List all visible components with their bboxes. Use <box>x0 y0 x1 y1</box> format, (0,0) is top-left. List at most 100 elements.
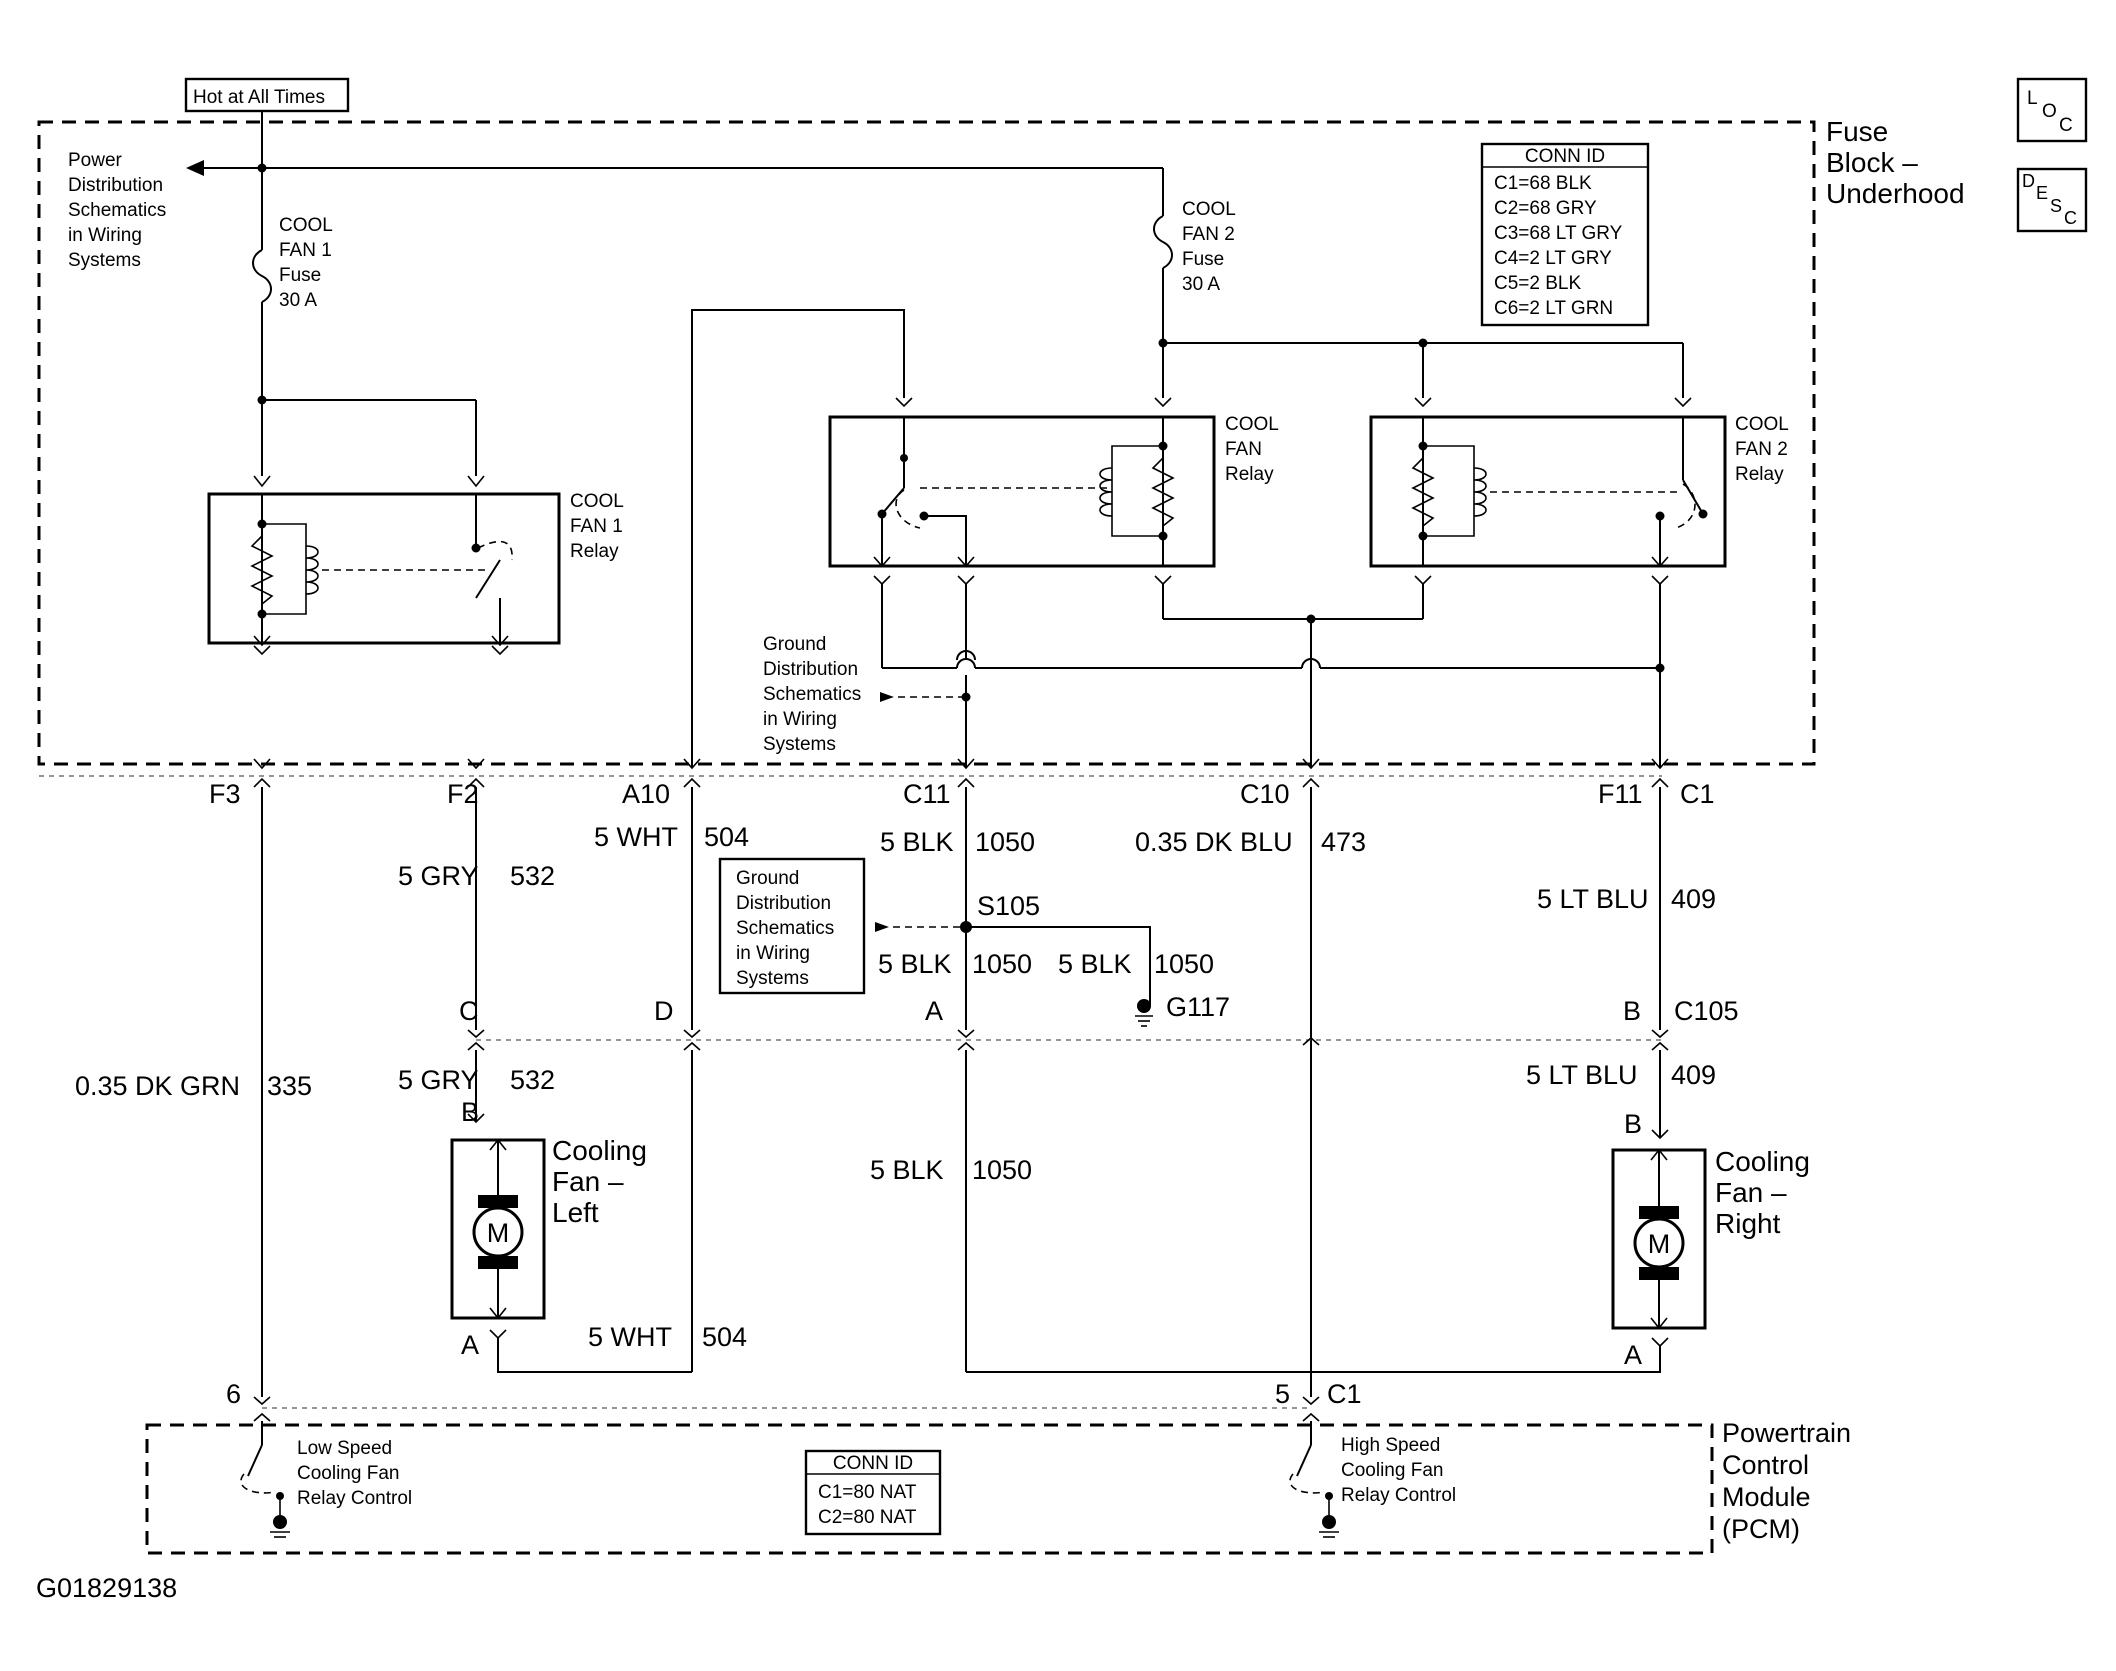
svg-text:Cooling: Cooling <box>552 1135 647 1166</box>
loc-icon[interactable]: L O C <box>2016 77 2088 143</box>
fuse-block-title: Fuse Block – Underhood <box>1826 116 1965 209</box>
svg-text:Module: Module <box>1722 1482 1811 1512</box>
svg-text:Distribution: Distribution <box>736 893 831 914</box>
pcm-title: Powertrain Control Module (PCM) <box>1722 1418 1851 1544</box>
svg-text:Systems: Systems <box>763 734 836 755</box>
ground-g117-icon <box>1135 999 1153 1027</box>
svg-text:CONN ID: CONN ID <box>1525 146 1605 167</box>
svg-text:FAN: FAN <box>1225 439 1262 460</box>
motor-left-icon <box>472 1206 524 1258</box>
svg-text:Relay Control: Relay Control <box>1341 1485 1456 1506</box>
wire-335-circuit: 335 <box>267 1071 312 1101</box>
wire-532-top-circuit: 532 <box>510 861 555 891</box>
pin-f3: F3 <box>209 779 241 809</box>
fuse-fan2-label: COOL FAN 2 Fuse 30 A <box>1182 199 1236 295</box>
wire-1050-splice-right-circuit: 1050 <box>1154 949 1214 979</box>
ground-distribution-mid-box: Ground Distribution Schematics in Wiring… <box>718 857 866 995</box>
connector-row1-chevrons <box>253 758 1669 788</box>
wire-504-bottom-color: 5 WHT <box>588 1322 672 1352</box>
relay-cool-fan-1 <box>207 475 561 656</box>
wire-1050-splice-left-color: 5 BLK <box>878 949 952 979</box>
conn-id-fuse-block: CONN ID C1=68 BLK C2=68 GRY C3=68 LT GRY… <box>1480 142 1650 327</box>
svg-text:Schematics: Schematics <box>68 200 166 221</box>
svg-text:FAN 2: FAN 2 <box>1735 439 1788 460</box>
wire-1050-bottom-circuit: 1050 <box>972 1155 1032 1185</box>
svg-text:30 A: 30 A <box>1182 274 1220 295</box>
svg-text:Underhood: Underhood <box>1826 178 1965 209</box>
svg-text:COOL: COOL <box>570 491 624 512</box>
wire-504-bottom-circuit: 504 <box>702 1322 747 1352</box>
wire-1050-ground <box>966 926 1151 1005</box>
pin-a-right: A <box>1624 1340 1642 1370</box>
high-speed-switch <box>1289 1421 1339 1538</box>
wire-409-bottom-color: 5 LT BLU <box>1526 1060 1638 1090</box>
svg-text:FAN 2: FAN 2 <box>1182 224 1235 245</box>
svg-text:C1=68 BLK: C1=68 BLK <box>1494 173 1592 194</box>
pin-c10: C10 <box>1240 779 1290 809</box>
wire-409-bottom-circuit: 409 <box>1671 1060 1716 1090</box>
fuse-fan1-icon <box>252 249 272 303</box>
wire-1050-bottom-color: 5 BLK <box>870 1155 944 1185</box>
svg-text:Schematics: Schematics <box>736 918 834 939</box>
desc-icon-c: C <box>2064 208 2077 228</box>
wire-473-color: 0.35 DK BLU <box>1135 827 1293 857</box>
svg-text:COOL: COOL <box>1182 199 1236 220</box>
svg-text:FAN 1: FAN 1 <box>570 516 623 537</box>
svg-text:Powertrain: Powertrain <box>1722 1418 1851 1448</box>
svg-text:Power: Power <box>68 150 123 171</box>
desc-icon-d: D <box>2022 171 2035 191</box>
desc-icon-s: S <box>2050 196 2062 216</box>
cooling-fan-right: M <box>1611 1148 1707 1330</box>
pin-a-left: A <box>461 1330 479 1360</box>
loc-icon-l: L <box>2027 88 2038 109</box>
svg-text:in Wiring: in Wiring <box>736 943 810 964</box>
power-distribution-arrow <box>186 160 204 176</box>
wire-473-circuit: 473 <box>1321 827 1366 857</box>
relay-cool-fan-2 <box>1369 397 1727 586</box>
relay-cool-fan-1-label: COOL FAN 1 Relay <box>570 491 624 562</box>
pcm-border <box>145 1423 1714 1555</box>
wire-335-color: 0.35 DK GRN <box>75 1071 240 1101</box>
pin-6: 6 <box>226 1379 241 1409</box>
svg-text:Ground: Ground <box>736 868 799 889</box>
svg-text:Fan –: Fan – <box>552 1166 624 1197</box>
pin-c1-bottom: C1 <box>1327 1379 1362 1409</box>
cooling-fan-right-label: Cooling Fan – Right <box>1715 1146 1810 1239</box>
svg-text:Relay: Relay <box>570 541 619 562</box>
power-distribution-label: Power Distribution Schematics in Wiring … <box>68 150 166 271</box>
svg-text:C6=2 LT GRN: C6=2 LT GRN <box>1494 298 1613 319</box>
cooling-fan-left: M <box>450 1138 546 1320</box>
svg-text:COOL: COOL <box>1735 414 1789 435</box>
svg-text:Fuse: Fuse <box>1826 116 1888 147</box>
pin-f2: F2 <box>447 779 479 809</box>
pin-a10: A10 <box>622 779 670 809</box>
svg-text:Systems: Systems <box>68 250 141 271</box>
pin-f11: F11 <box>1598 779 1643 809</box>
pin-c: C <box>459 996 479 1026</box>
top-bus-splice-dot <box>257 163 267 173</box>
svg-text:Low Speed: Low Speed <box>297 1438 392 1459</box>
wire-532-bottom-circuit: 532 <box>510 1065 555 1095</box>
loc-icon-c: C <box>2059 115 2073 136</box>
svg-text:C2=80 NAT: C2=80 NAT <box>818 1507 917 1528</box>
svg-text:Fan –: Fan – <box>1715 1177 1787 1208</box>
hot-at-all-times-label: Hot at All Times <box>193 87 325 108</box>
diagram-id: G01829138 <box>36 1573 177 1603</box>
svg-text:Cooling: Cooling <box>1715 1146 1810 1177</box>
wire-1050-splice-left-circuit: 1050 <box>972 949 1032 979</box>
desc-icon[interactable]: D E S C <box>2016 167 2088 233</box>
svg-text:Ground: Ground <box>763 634 826 655</box>
wire-504-top-circuit: 504 <box>704 822 749 852</box>
loc-icon-o: O <box>2042 101 2057 122</box>
ground-distribution-top-arrow <box>880 692 894 702</box>
svg-text:Systems: Systems <box>736 968 809 989</box>
svg-text:C4=2 LT GRY: C4=2 LT GRY <box>1494 248 1612 269</box>
fuse-fan2-icon <box>1153 215 1173 269</box>
wire-1050-splice-right-color: 5 BLK <box>1058 949 1132 979</box>
svg-text:Fuse: Fuse <box>1182 249 1224 270</box>
fuse-fan1-label: COOL FAN 1 Fuse 30 A <box>279 215 333 311</box>
connector-row2-chevrons <box>467 1029 1669 1051</box>
low-speed-switch-label: Low Speed Cooling Fan Relay Control <box>297 1438 412 1509</box>
wire-1050-return <box>966 1346 1661 1373</box>
